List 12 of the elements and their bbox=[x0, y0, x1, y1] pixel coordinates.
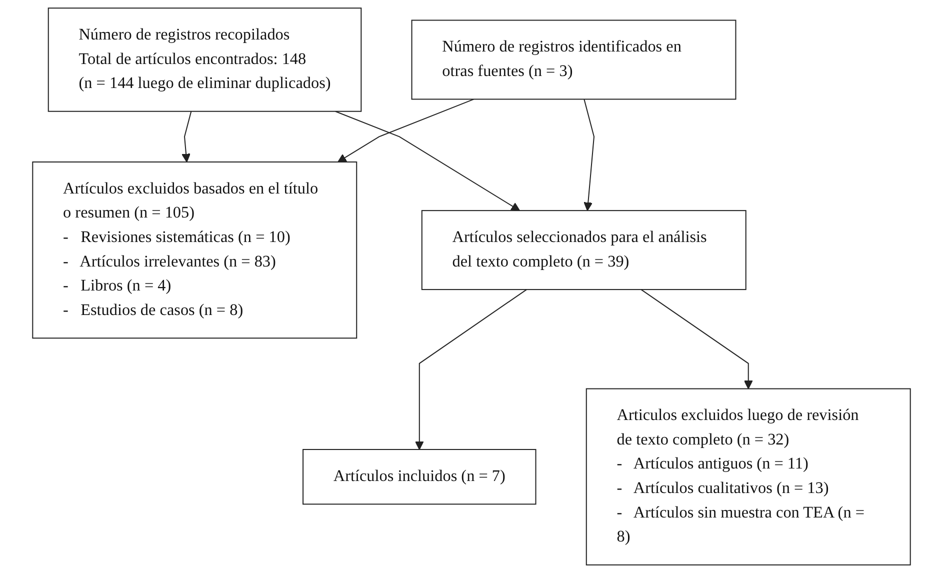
arrow bbox=[584, 99, 595, 211]
node-box: Artículos excluidos basados en el título o resumen (n = 105) - Revisiones sistemáticas (n = 10) - Artículos irrelevantes (n = 83) - Libros (n = 4) - Estudios de casos (n = 8) bbox=[32, 161, 358, 339]
arrow bbox=[335, 110, 520, 211]
arrow bbox=[182, 111, 192, 162]
arrow bbox=[414, 289, 527, 450]
node-box: Articulos excluidos luego de revisión de texto completo (n = 32) - Artículos antiguos (n = 11) - Artículos cualitativos (n = 13) - Artículos sin muestra con TEA (n = 8) bbox=[586, 388, 911, 566]
node-box: Número de registros recopilados Total de artículos encontrados: 148 (n = 144 luego de eliminar duplicados) bbox=[48, 8, 362, 112]
node-box: Número de registros identificados en otras fuentes (n = 3) bbox=[411, 20, 736, 100]
node-box: Artículos incluidos (n = 7) bbox=[302, 448, 536, 505]
arrow bbox=[640, 289, 753, 390]
arrow bbox=[338, 98, 474, 162]
node-box: Artículos seleccionados para el análisis del texto completo (n = 39) bbox=[421, 210, 746, 290]
